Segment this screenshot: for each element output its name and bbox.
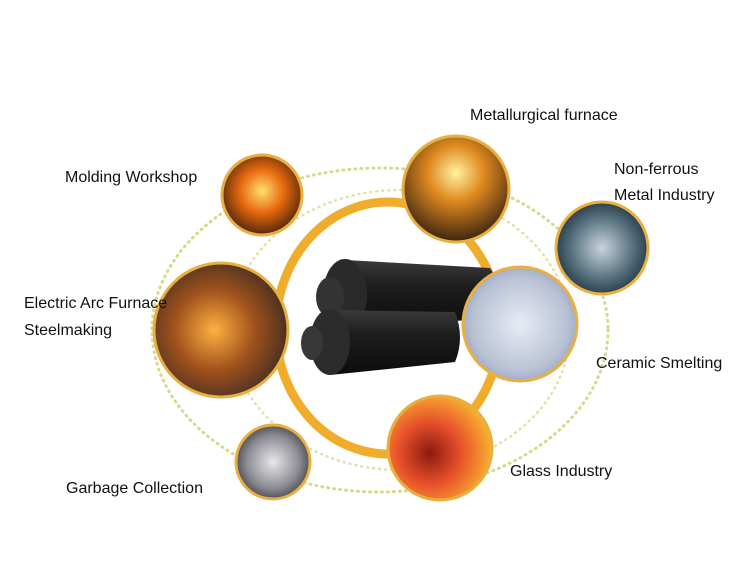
garbage-collection-image bbox=[234, 423, 312, 501]
ceramic-smelting-image bbox=[461, 265, 579, 383]
non-ferrous-metal-image bbox=[554, 200, 650, 296]
label-metallurgical-furnace: Metallurgical furnace bbox=[470, 107, 618, 124]
graphite-electrodes-image bbox=[301, 259, 499, 375]
label-garbage-collection: Garbage Collection bbox=[66, 480, 203, 497]
metallurgical-furnace-image bbox=[401, 134, 511, 244]
label-eaf-line1: Electric Arc Furnace bbox=[24, 295, 168, 312]
outer-dotted-ring bbox=[150, 166, 610, 494]
label-non-ferrous-line1: Non-ferrous bbox=[614, 161, 699, 178]
label-glass-industry: Glass Industry bbox=[510, 463, 613, 480]
label-non-ferrous-line2: Metal Industry bbox=[614, 187, 715, 204]
label-molding-workshop: Molding Workshop bbox=[65, 169, 198, 186]
label-eaf-line2: Steelmaking bbox=[24, 322, 113, 339]
molding-workshop-image bbox=[220, 153, 304, 237]
label-ceramic-smelting: Ceramic Smelting bbox=[596, 355, 723, 372]
glass-industry-image bbox=[386, 394, 494, 502]
electric-arc-furnace-image bbox=[152, 261, 290, 399]
